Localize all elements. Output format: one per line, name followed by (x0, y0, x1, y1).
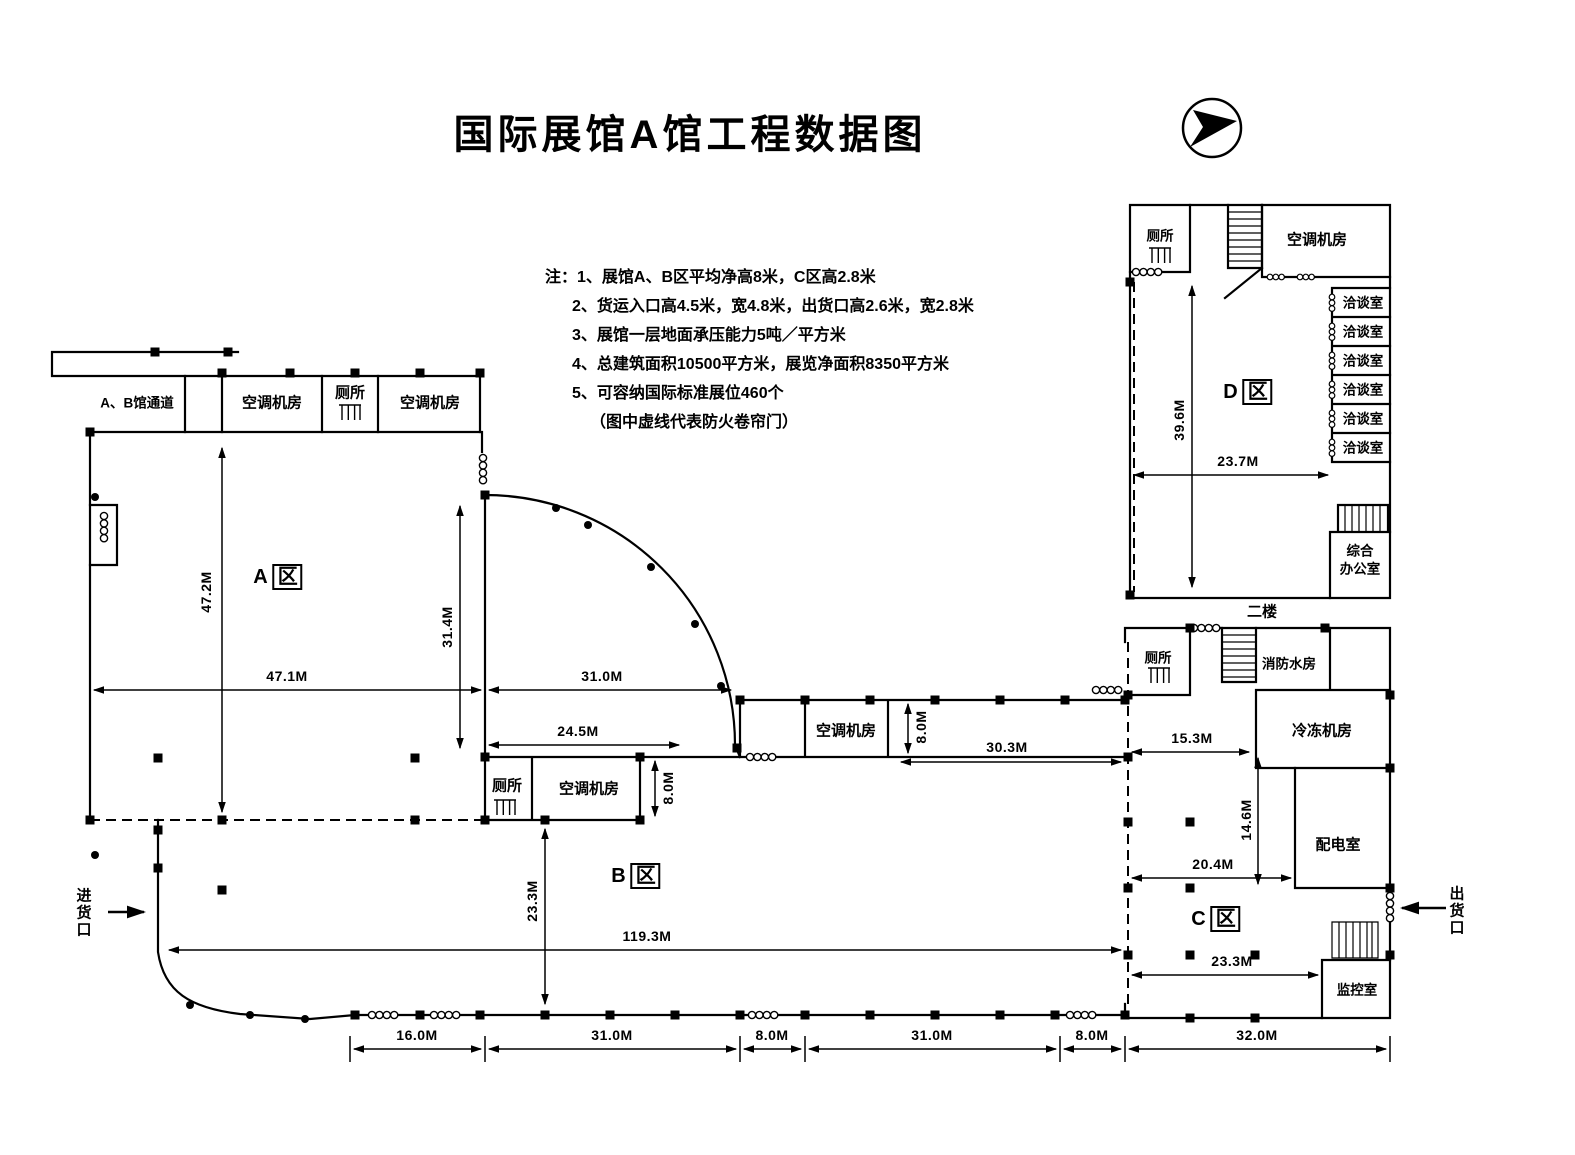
zone-a-letter: A (253, 566, 268, 588)
zone-a-box: 区 (272, 564, 303, 590)
dim-b-top: 24.5M (557, 723, 599, 739)
room-label-corridor: A、B馆通道 (100, 395, 174, 411)
dim-a-width: 47.1M (266, 668, 308, 684)
room-label-meeting-6: 洽谈室 (1342, 440, 1384, 456)
dim-bottom-5: 8.0M (1075, 1027, 1109, 1043)
dimension-lines (92, 284, 1391, 1062)
zone-b-letter: B (611, 865, 626, 887)
second-floor-label: 二楼 (1246, 603, 1278, 621)
note-line-6: （图中虚线代表防火卷帘门） (590, 414, 799, 431)
room-label-toilet-b: 厕所 (491, 777, 523, 795)
zone-label-b: B 区 (611, 863, 661, 889)
dim-a-height: 47.2M (198, 571, 214, 613)
dim-b-room-height: 8.0M (660, 771, 676, 805)
room-label-toilet-top: 厕所 (334, 384, 366, 402)
zone-label-c: C 区 (1191, 906, 1241, 932)
room-label-office: 综合 办公室 (1340, 542, 1381, 577)
room-label-toilet-d: 厕所 (1146, 228, 1174, 244)
stairs-icon (1222, 211, 1381, 959)
office-line-1: 综合 (1346, 543, 1374, 559)
office-line-2: 办公室 (1339, 561, 1381, 576)
note-line-1: 注：1、展馆A、B区平均净高8米，C区高2.8米 (545, 269, 876, 286)
room-label-meeting-1: 洽谈室 (1342, 295, 1384, 311)
zone-c-box: 区 (1210, 906, 1241, 932)
goods-out-label: 出货口 (1447, 885, 1465, 937)
dim-arc-height: 31.4M (439, 606, 455, 648)
column-markers (85, 277, 1395, 1023)
room-label-power: 配电室 (1315, 836, 1361, 854)
note-line-5: 5、可容纳国际标准展位460个 (572, 385, 784, 402)
zone-b-box: 区 (630, 863, 661, 889)
dim-c-bottom-width: 23.3M (1211, 953, 1253, 969)
dim-total-width: 119.3M (622, 928, 672, 944)
dim-bottom-6: 32.0M (1236, 1027, 1278, 1043)
dim-bottom-2: 31.0M (591, 1027, 633, 1043)
dim-b-height: 23.3M (524, 880, 540, 922)
dim-strip-width: 30.3M (986, 739, 1028, 755)
room-label-hvac-b: 空调机房 (558, 780, 620, 798)
zone-label-d: D 区 (1223, 379, 1273, 405)
note-line-2: 2、货运入口高4.5米，宽4.8米，出货口高2.6米，宽2.8米 (572, 298, 974, 315)
dim-d-width: 23.7M (1217, 453, 1259, 469)
dim-d-height: 39.6M (1171, 399, 1187, 441)
room-label-meeting-5: 洽谈室 (1342, 411, 1384, 427)
dim-bottom-3: 8.0M (755, 1027, 789, 1043)
room-label-hvac-strip: 空调机房 (815, 722, 877, 740)
room-label-meeting-3: 洽谈室 (1342, 353, 1384, 369)
room-label-toilet-c: 厕所 (1144, 650, 1172, 666)
zone-label-a: A 区 (253, 564, 303, 590)
dim-bottom-1: 16.0M (396, 1027, 438, 1043)
room-label-meeting-4: 洽谈室 (1342, 382, 1384, 398)
dim-c-mid-height: 14.6M (1238, 799, 1254, 841)
dim-c-top-width: 15.3M (1171, 730, 1213, 746)
dim-strip-height: 8.0M (913, 710, 929, 744)
page-title: 国际展馆A馆工程数据图 (453, 113, 927, 157)
zone-d-letter: D (1223, 381, 1238, 403)
goods-in-label: 进货口 (74, 887, 92, 939)
room-label-monitor: 监控室 (1336, 982, 1378, 998)
room-label-freezer: 冷冻机房 (1291, 722, 1353, 740)
room-label-hvac-top-right: 空调机房 (399, 394, 461, 412)
room-label-hvac-d: 空调机房 (1286, 231, 1348, 249)
dim-bottom-4: 31.0M (911, 1027, 953, 1043)
note-line-4: 4、总建筑面积10500平方米，展览净面积8350平方米 (572, 356, 949, 373)
zone-c-letter: C (1191, 908, 1206, 930)
north-arrow-icon (1181, 97, 1243, 159)
dim-c-mid-width: 20.4M (1192, 856, 1234, 872)
room-label-meeting-2: 洽谈室 (1342, 324, 1384, 340)
room-label-hvac-top-left: 空调机房 (241, 394, 303, 412)
note-line-3: 3、展馆一层地面承压能力5吨／平方米 (572, 327, 846, 344)
room-label-fire-water: 消防水房 (1262, 656, 1316, 672)
dim-arc-width: 31.0M (581, 668, 623, 684)
zone-d-box: 区 (1242, 379, 1273, 405)
